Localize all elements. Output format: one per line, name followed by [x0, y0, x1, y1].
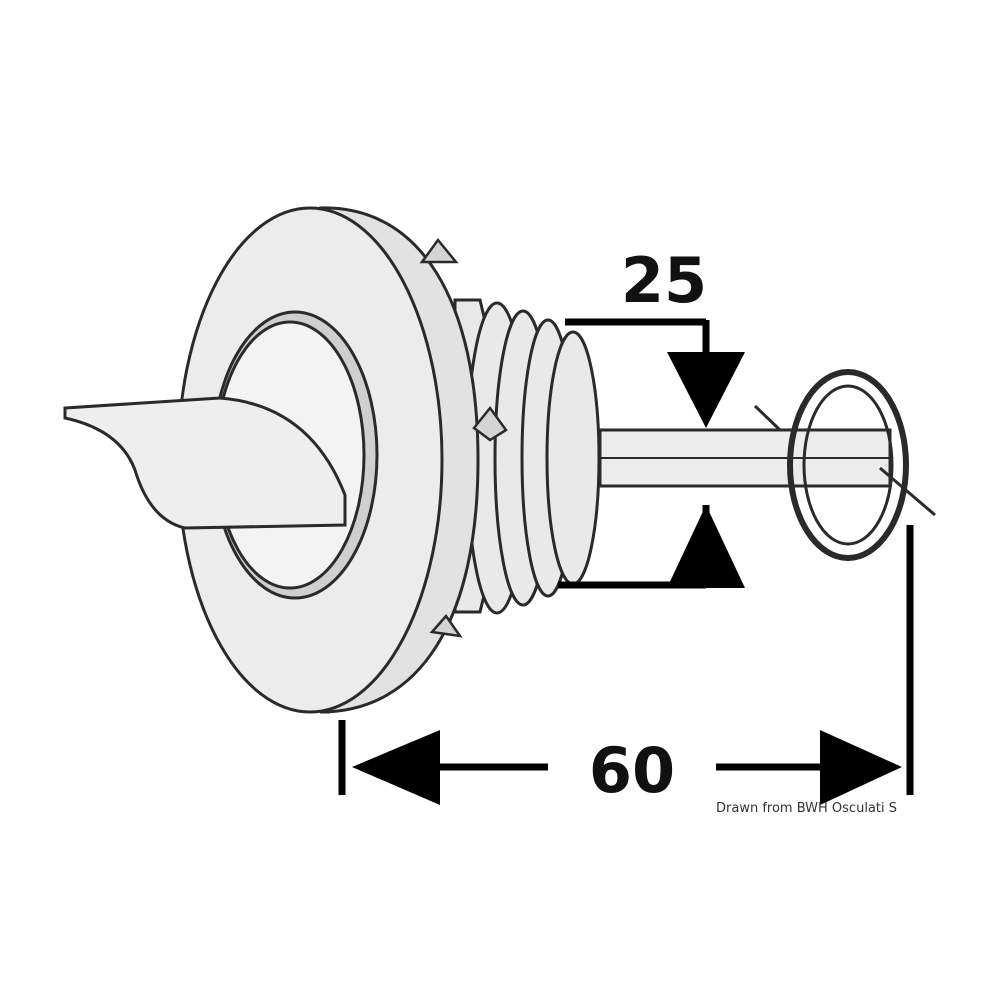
arrow-head-right [820, 730, 902, 805]
arrow-head-down [667, 352, 745, 428]
pin-hook [753, 404, 782, 432]
pin-ring-outer [787, 369, 909, 561]
pin-ring-inner [802, 384, 894, 546]
arrow-head-up [667, 505, 745, 588]
pin-tip [879, 466, 936, 517]
retaining-pin [598, 369, 936, 561]
arrow-head-left [352, 730, 440, 805]
flange-tab-bottom [429, 613, 463, 638]
thread-ring-5 [545, 330, 601, 586]
flange-tab-top [419, 237, 459, 264]
dimension-25-label: 25 [621, 244, 707, 317]
dimension-60: 60 [338, 525, 914, 807]
dimension-25: 25 [558, 244, 745, 589]
dimension-60-label: 60 [589, 734, 675, 807]
lever-handle [63, 396, 347, 530]
flange-tab-mid [472, 405, 508, 442]
drawing-credit: Drawn from BWH Osculati S [716, 801, 897, 816]
